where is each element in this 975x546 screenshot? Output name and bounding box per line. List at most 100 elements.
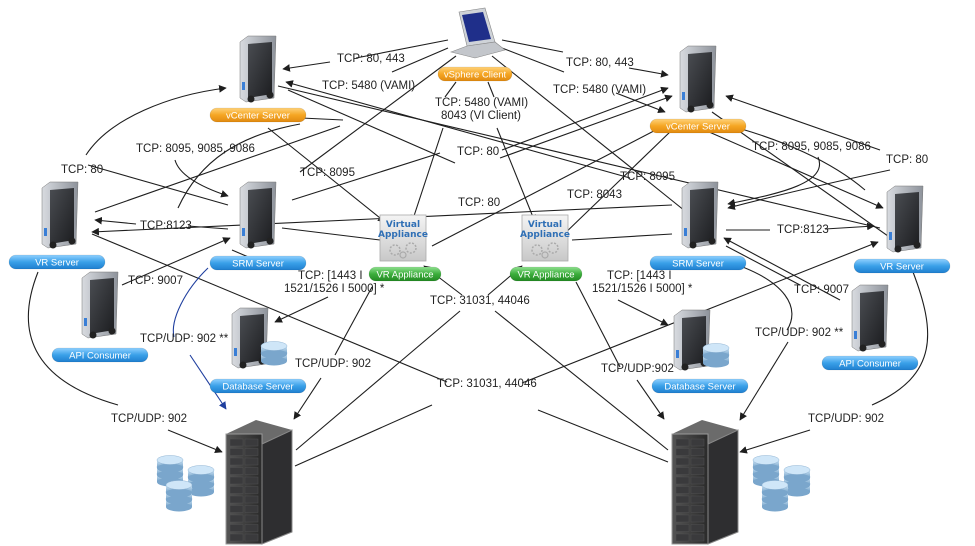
edge-client-vcenter-right-80: [501, 39, 564, 53]
label-va-left-8095: TCP: 8095: [300, 167, 355, 179]
edge-vcenter-right-b: [499, 94, 673, 159]
edge-vr-right-to-vr-left-long-b: [294, 404, 433, 467]
appliance-box-text: Virtual: [386, 220, 420, 230]
srm-server-left-label: SRM Server: [232, 259, 284, 270]
edge-client-vcenter-left-80: [355, 39, 449, 59]
node-vsphere-client: vSphere Client: [437, 7, 513, 82]
edge-client-vcenter-right-80-arrow: [628, 67, 669, 78]
node-api-consumer-right: API Consumer: [821, 284, 919, 371]
edge-client-vcenter-left-5480: [391, 47, 449, 73]
label-client-vcenter-left-80-443: TCP: 80, 443: [337, 53, 405, 65]
edge-va-left-esx-902-b: [293, 377, 322, 420]
node-esx-rack-left: [156, 420, 293, 545]
edge-client-va-right-b: [496, 127, 536, 223]
node-vcenter-left: vCenter Server: [209, 35, 307, 123]
edge-srm-right-db-right: [617, 299, 669, 326]
server-tower-icon: [679, 45, 717, 113]
server-tower-icon: [681, 181, 719, 249]
edge-vr-right-vc-right-80: [727, 169, 891, 210]
node-vcenter-right: vCenter Server: [649, 45, 747, 134]
srm-server-right-label: SRM Server: [672, 259, 724, 270]
label-srm-db-right-1: TCP: [1443 I: [607, 270, 672, 282]
node-database-left: Database Server: [209, 307, 307, 394]
label-center-80-mid: TCP: 80: [458, 197, 500, 209]
edge-client-srm-right: [491, 55, 691, 216]
server-tower-icon: [41, 181, 79, 249]
label-srm-vc-left: TCP: 8095, 9085, 9086: [136, 143, 255, 155]
vsphere-client-label: vSphere Client: [444, 70, 507, 81]
vr-appliance-left-label: VR Appliance: [376, 270, 433, 281]
edge-vr-left-vc-left: [85, 85, 227, 156]
edge-va-right-esx-902: [575, 281, 621, 368]
edge-vcenter-left-srm-right-8095: [285, 80, 631, 179]
edge-vcenter-right-a: [501, 86, 669, 151]
label-va-right-8043: TCP: 8043: [567, 189, 622, 201]
database-right-label: Database Server: [664, 382, 735, 393]
edge-vr-left-esx-902-b: [167, 429, 223, 453]
edge-srm-right-esx-902: [721, 259, 793, 331]
edge-api-right-srm-right-b: [725, 245, 801, 286]
edge-va-left-esx-902: [334, 286, 373, 356]
edge-client-srm-left: [299, 55, 457, 173]
database-server-icon: [231, 307, 288, 369]
edge-client-va-left-b: [410, 127, 444, 223]
node-vr-server-right: VR Server: [853, 185, 951, 274]
vcenter-left-label: vCenter Server: [226, 111, 290, 122]
edge-va-right-srm-right: [571, 233, 673, 241]
edge-vr-left-vr-right-long: [91, 233, 448, 383]
appliance-box-text: Virtual: [528, 220, 562, 230]
edge-vr-left-vr-right-long-b: [537, 409, 669, 463]
edge-vcenter-right-vr-right: [725, 94, 881, 151]
edge-srm-left-esx-902: [172, 267, 209, 338]
edge-client-vcenter-right-5480b: [615, 92, 666, 114]
edge-esx-left-31031: [295, 310, 461, 451]
vr-appliance-right-label: VR Appliance: [517, 270, 574, 281]
edge-vcenter-left-srm-left: [177, 123, 301, 209]
edge-srm-right-vc-right: [727, 156, 821, 207]
edge-srm-left-esx-902-b: [189, 354, 227, 410]
appliance-box-text: Appliance: [378, 230, 428, 240]
label-api-right-9007: TCP: 9007: [794, 284, 849, 296]
storage-disks-icon: [752, 455, 811, 512]
edge-client-va-left: [444, 81, 457, 98]
label-client-vcenter-left-5480: TCP: 5480 (VAMI): [322, 80, 415, 92]
node-api-consumer-left: API Consumer: [51, 271, 149, 363]
edge-vcenter-right-srm-right-8095: [699, 127, 884, 209]
esx-rack-icon: [671, 420, 739, 545]
label-srm-esx-left-902: TCP/UDP: 902 **: [140, 333, 229, 345]
label-srm-esx-right-902: TCP/UDP: 902 **: [755, 327, 844, 339]
vr-server-left-label: VR Server: [35, 258, 79, 269]
label-client-vcenter-right-5480: TCP: 5480 (VAMI): [553, 84, 646, 96]
gears-icon: [389, 242, 417, 259]
edge-api-left-srm-left: [121, 237, 231, 286]
label-srm-db-left-2: 1521/1526 I 5000] *: [284, 283, 385, 295]
label-va-esx-right-902: TCP/UDP:902: [601, 363, 674, 375]
server-tower-icon: [851, 284, 889, 352]
label-api-left-9007: TCP: 9007: [128, 275, 183, 287]
vcenter-right-label: vCenter Server: [666, 122, 730, 133]
edge-esx-right-31031: [494, 310, 669, 451]
label-va-esx-left-902: TCP/UDP: 902: [295, 358, 371, 370]
edge-srm-right-vr-right-8123b: [824, 222, 875, 231]
label-va-31031-bottom: TCP: 31031, 44046: [437, 378, 537, 390]
edge-srm-left-db-left-b: [274, 296, 329, 323]
edge-vcenter-right-srm-right: [737, 127, 866, 191]
esx-rack-icon: [225, 420, 293, 545]
edge-vr-right-esx-902: [871, 271, 929, 406]
server-tower-icon: [81, 271, 119, 339]
vr-server-right-label: VR Server: [880, 262, 924, 273]
edge-client-vcenter-left-80-arrow: [282, 61, 331, 72]
database-left-label: Database Server: [222, 382, 293, 393]
edge-vr-left-srm-left-top: [87, 164, 229, 206]
node-srm-server-right: SRM Server: [649, 181, 747, 271]
label-vr-esx-left-902: TCP/UDP: 902: [111, 413, 187, 425]
server-tower-icon: [239, 35, 277, 103]
database-server-icon: [673, 309, 730, 371]
label-vr-left-80: TCP: 80: [61, 164, 103, 176]
edge-client-vcenter-right-5480: [501, 47, 565, 73]
edge-vcenter-right-c: [431, 119, 676, 247]
edge-api-right-srm-right: [723, 237, 841, 301]
